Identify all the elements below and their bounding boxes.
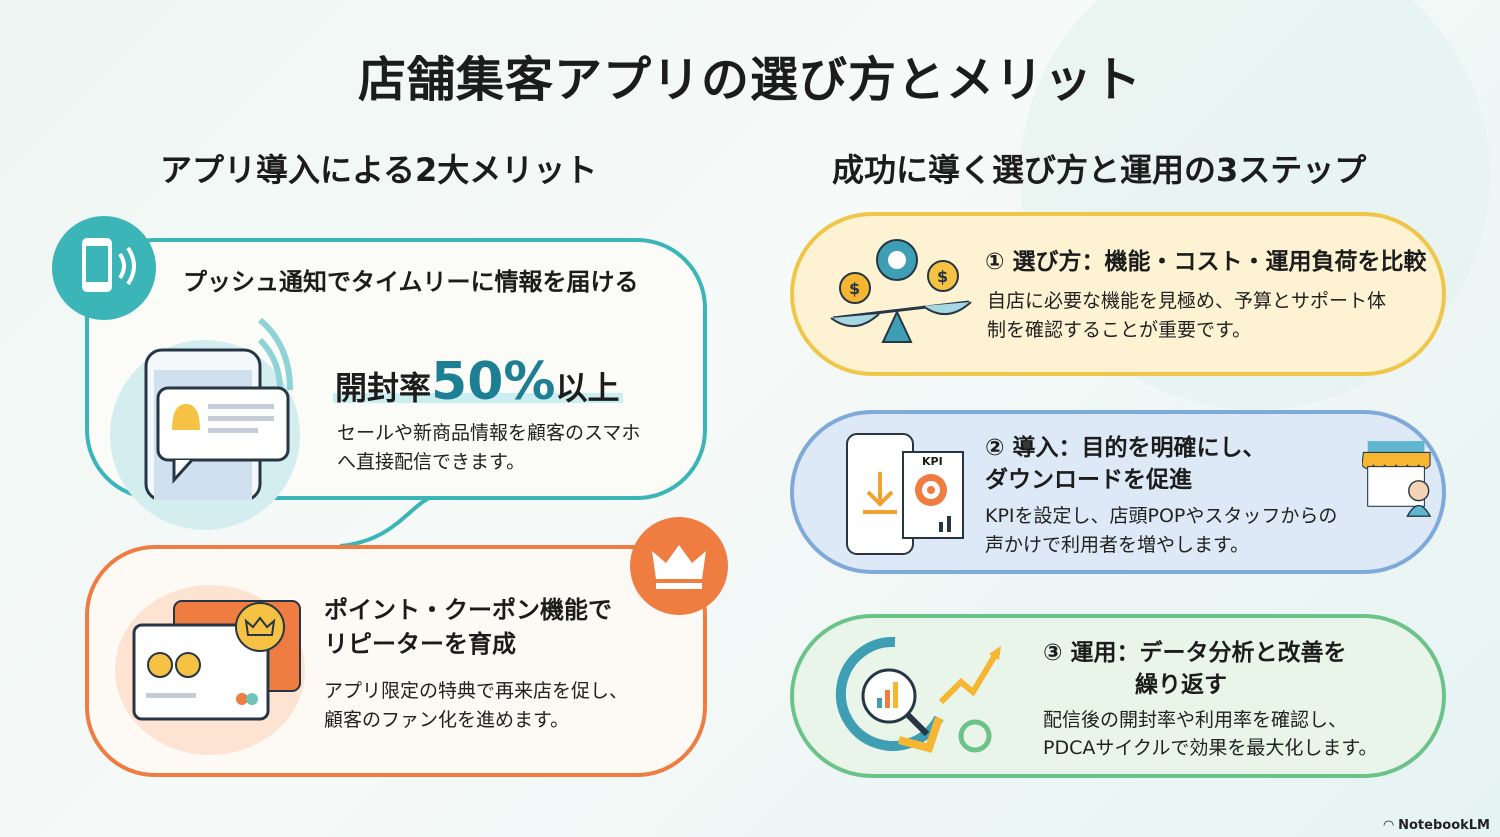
merit1-desc-2: へ直接配信できます。 xyxy=(337,451,526,473)
merit1-desc-1: セールや新商品情報を顧客のスマホ xyxy=(337,422,641,444)
step2-title-1: ② 導入：目的を明確にし、 xyxy=(985,435,1266,461)
stat-suffix: 以上 xyxy=(555,369,620,407)
download-kpi-icon xyxy=(846,433,964,555)
crown-icon xyxy=(630,517,728,615)
merit2-title-1: ポイント・クーポン機能で xyxy=(324,596,612,624)
notebooklm-watermark: ◠ NotebookLM xyxy=(1384,818,1490,833)
step1-title: ① 選び方：機能・コスト・運用負荷を比較 xyxy=(985,249,1427,275)
point-card-icon xyxy=(132,600,301,721)
kpi-label: KPI xyxy=(922,455,943,468)
right-heading: 成功に導く選び方と運用の3ステップ xyxy=(832,151,1367,189)
smartphone-signal-icon xyxy=(52,216,156,320)
step1-desc-1: 自店に必要な機能を見極め、予算とサポート体 xyxy=(987,290,1387,312)
merit1-title: プッシュ通知でタイムリーに情報を届ける xyxy=(183,268,639,296)
stat-prefix: 開封率 xyxy=(335,369,432,407)
storefront-staff-icon xyxy=(1362,441,1432,517)
merit2-desc-1: アプリ限定の特典で再来店を促し、 xyxy=(324,680,629,702)
svg-text:$: $ xyxy=(937,267,948,286)
pdca-analysis-icon xyxy=(835,636,1001,753)
step3-desc-1: 配信後の開封率や利用率を確認し、 xyxy=(1043,709,1348,731)
merit2-title-2: リピーターを育成 xyxy=(324,630,516,658)
step3-title-1: ③ 運用：データ分析と改善を xyxy=(1043,640,1347,666)
page-title: 店舗集客アプリの選び方とメリット xyxy=(357,52,1142,108)
step3-desc-2: PDCAサイクルで効果を最大化します。 xyxy=(1043,737,1378,759)
svg-text:$: $ xyxy=(849,279,860,298)
stat-value: 50% xyxy=(431,352,556,412)
notebooklm-logo-icon: ◠ xyxy=(1383,818,1399,833)
step3-title-2: 繰り返す xyxy=(1135,672,1227,698)
step2-desc-1: KPIを設定し、店頭POPやスタッフからの xyxy=(985,505,1338,527)
step2-desc-2: 声かけで利用者を増やします。 xyxy=(985,534,1250,556)
step1-desc-2: 制を確認することが重要です。 xyxy=(987,319,1252,341)
stat-highlight xyxy=(333,393,623,403)
phone-notification-icon xyxy=(144,317,293,500)
left-heading: アプリ導入による2大メリット xyxy=(160,151,598,189)
merit2-desc-2: 顧客のファン化を進めます。 xyxy=(324,709,570,731)
step2-title-2: ダウンロードを促進 xyxy=(985,467,1192,493)
open-rate-stat: 開封率50%以上 xyxy=(335,352,620,412)
watermark-text: NotebookLM xyxy=(1398,818,1490,833)
scale-gear-coins-icon: $ $ xyxy=(830,239,972,343)
